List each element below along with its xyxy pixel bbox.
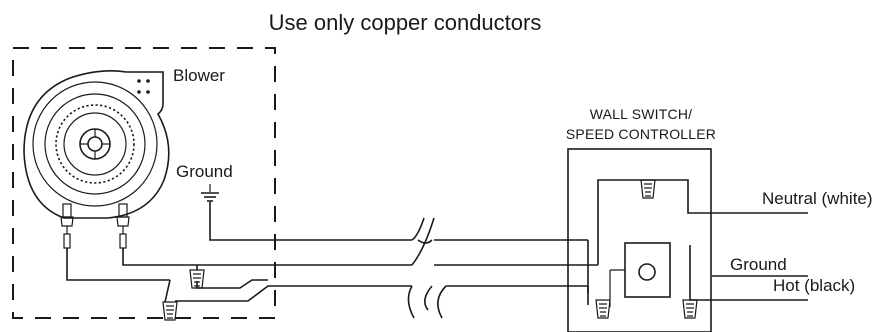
blower-icon (23, 70, 170, 249)
switch-label-line2: SPEED CONTROLLER (566, 126, 716, 142)
switch-neutral-link (597, 179, 808, 265)
switch-ground-link (587, 240, 808, 293)
hot-run-wire (164, 279, 412, 303)
blower-enclosure (12, 47, 276, 319)
ground-label-left: Ground (176, 162, 233, 181)
wire-nut-icon (162, 301, 178, 321)
ground-label-right: Ground (730, 255, 787, 274)
wire-nut-icon (682, 299, 698, 319)
blower-label: Blower (173, 66, 225, 85)
wire-break-icon (407, 217, 447, 319)
knob-icon (638, 263, 656, 281)
wall-switch-box (567, 148, 712, 332)
hot-wire-left (66, 248, 170, 281)
wire-nut-icon (595, 299, 611, 319)
wire-nut-icon (640, 179, 656, 199)
switch-label-line1: WALL SWITCH/ (590, 106, 692, 122)
neutral-wire-left (122, 248, 412, 266)
ground-wire (209, 202, 412, 241)
diagram-title: Use only copper conductors (269, 10, 542, 35)
neutral-tap-wire (196, 265, 268, 289)
neutral-label: Neutral (white) (762, 189, 873, 208)
wire-nut-icon (189, 269, 205, 289)
ground-symbol-icon (201, 184, 219, 202)
speed-control-module (609, 242, 671, 307)
hot-label: Hot (black) (773, 276, 855, 295)
